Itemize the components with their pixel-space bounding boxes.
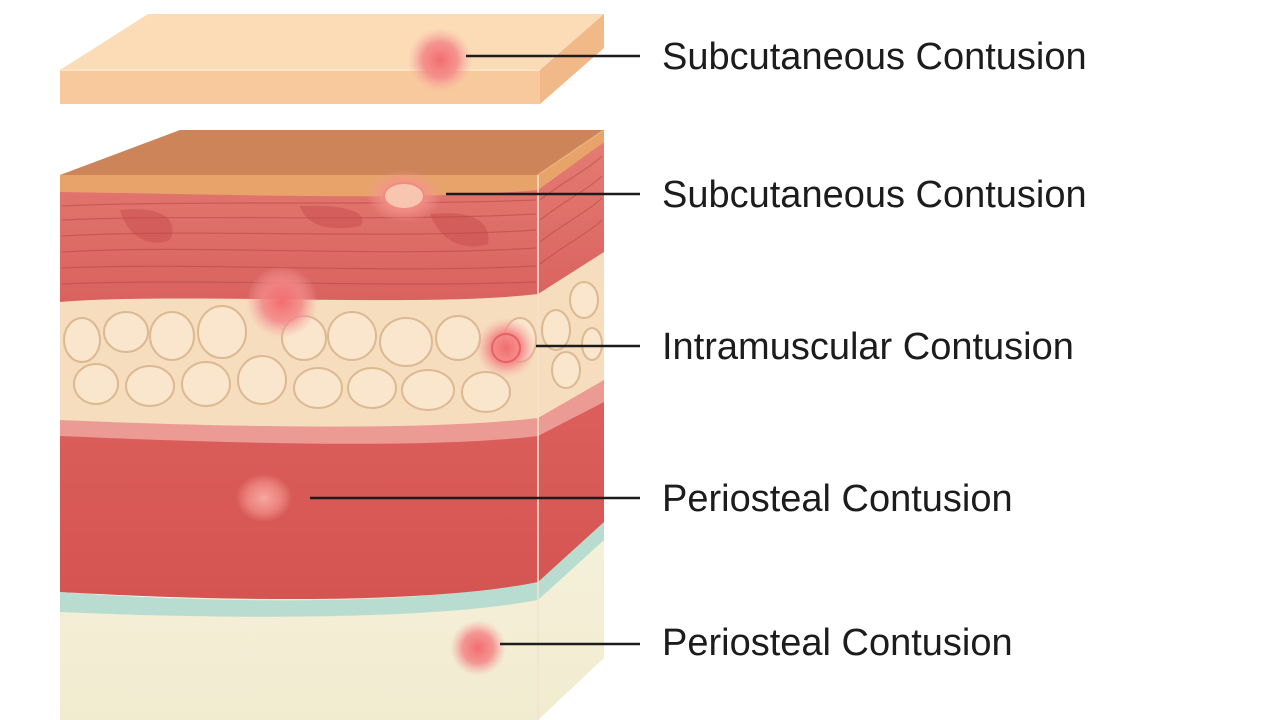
subcutaneous-strip (60, 130, 604, 197)
pink-divider (60, 378, 604, 444)
contusion-marker-3 (246, 266, 318, 338)
deep-muscle-layer (60, 400, 604, 600)
label-subcutaneous-contusion-2: Subcutaneous Contusion (662, 174, 1087, 216)
contusion-marker-4 (476, 318, 536, 378)
muscle-fibers (61, 155, 603, 285)
contusion-markers (236, 28, 536, 676)
leader-lines (310, 54, 640, 646)
skin-slab-top (60, 14, 604, 70)
contusion-marker-6 (450, 620, 506, 676)
tissue-block (60, 129, 605, 720)
fascia-layer (60, 522, 604, 617)
label-intramuscular-contusion: Intramuscular Contusion (662, 326, 1074, 368)
contusion-marker-5 (236, 474, 292, 522)
label-periosteal-contusion-1: Periosteal Contusion (662, 478, 1013, 520)
epidermis-top (60, 130, 604, 175)
skin-slab (60, 14, 604, 104)
skin-slab-side (540, 14, 604, 104)
label-subcutaneous-contusion-1: Subcutaneous Contusion (662, 36, 1087, 78)
contusion-marker-2 (366, 170, 442, 222)
label-periosteal-contusion-2: Periosteal Contusion (662, 622, 1013, 664)
muscle-bands (120, 205, 489, 247)
bone-layer (60, 540, 604, 720)
contusion-marker-1 (408, 28, 472, 92)
